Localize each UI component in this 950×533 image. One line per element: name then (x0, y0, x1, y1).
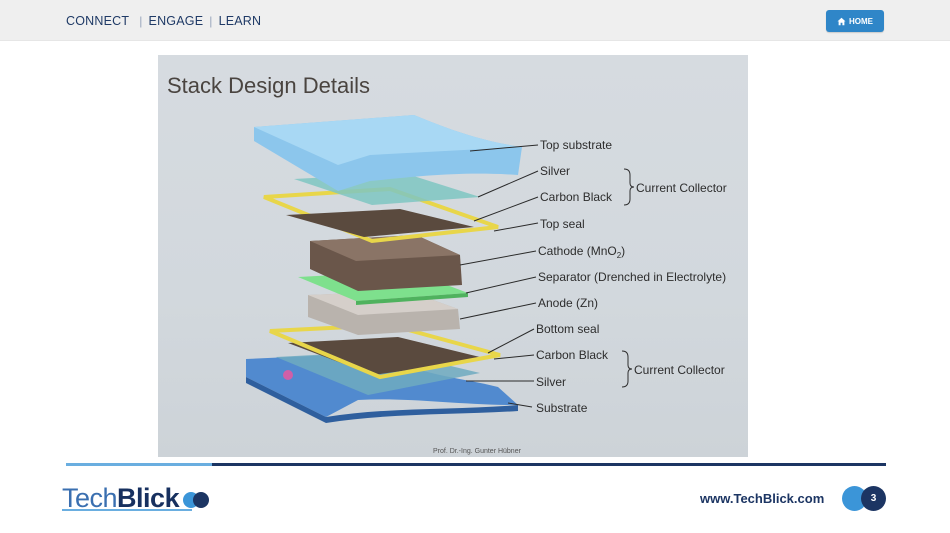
label-anode: Anode (Zn) (538, 296, 598, 310)
bracket-bottom (621, 350, 633, 388)
label-top-seal: Top seal (540, 217, 585, 231)
nav-separator: | (209, 14, 213, 28)
label-cathode: Cathode (MnO2) (538, 244, 625, 260)
layer-top-carbon (286, 209, 474, 237)
label-current-collector-bottom: Current Collector (634, 363, 725, 377)
home-button[interactable]: HOME (826, 10, 884, 32)
label-carbon-black-bottom: Carbon Black (536, 348, 609, 362)
label-current-collector-top: Current Collector (636, 181, 727, 195)
slide-credit: Prof. Dr.-Ing. Gunter Hübner (433, 448, 522, 455)
nav-separator: | (139, 14, 143, 28)
techblick-logo: TechBlick (62, 478, 219, 518)
nav-learn[interactable]: LEARN (218, 14, 262, 28)
label-bottom-seal: Bottom seal (536, 322, 599, 336)
label-top-substrate: Top substrate (540, 138, 612, 152)
label-silver-top: Silver (540, 164, 570, 178)
logo-text: TechBlick (62, 482, 180, 513)
label-silver-bottom: Silver (536, 375, 566, 389)
label-carbon-black-top: Carbon Black (540, 190, 613, 204)
top-bar: CONNECT | ENGAGE | LEARN HOME (0, 0, 950, 41)
top-nav: CONNECT | ENGAGE | LEARN (66, 14, 261, 28)
page-number: 3 (861, 486, 886, 511)
footer-divider-accent (66, 463, 212, 466)
logo-underline (62, 509, 192, 511)
nav-connect[interactable]: CONNECT (66, 14, 130, 28)
website-url[interactable]: www.TechBlick.com (700, 491, 825, 506)
stack-diagram: Top substrate Silver Carbon Black Top se… (246, 115, 727, 455)
house-icon (837, 17, 846, 25)
home-button-label: HOME (849, 16, 873, 26)
label-separator: Separator (Drenched in Electrolyte) (538, 270, 726, 284)
logo-dots-icon (181, 486, 219, 510)
slide-title: Stack Design Details (167, 73, 370, 98)
footer-divider (212, 463, 886, 466)
nav-engage[interactable]: ENGAGE (148, 14, 204, 28)
bracket-top (623, 168, 635, 206)
slide-image: Stack Design Details (158, 55, 748, 457)
label-substrate: Substrate (536, 401, 588, 415)
